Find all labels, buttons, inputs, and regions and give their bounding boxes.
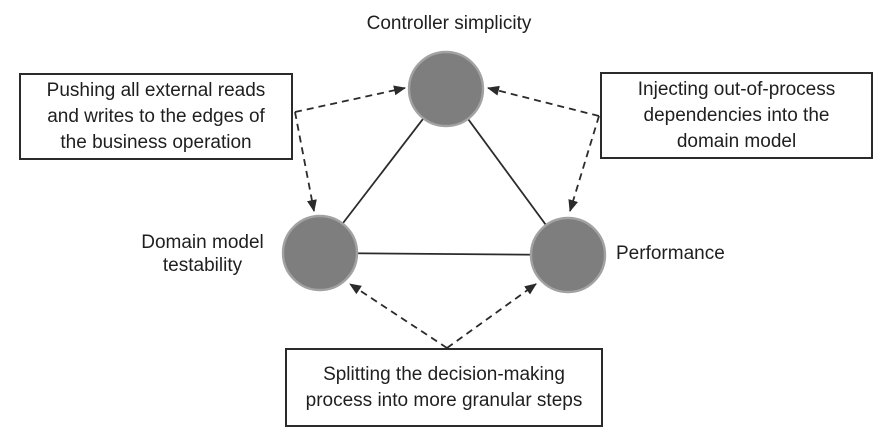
callout-text-line: Splitting the decision-making	[323, 363, 565, 385]
influence-arrows	[294, 85, 600, 349]
callout-injecting-dependencies: Injecting out-of-process dependencies in…	[600, 72, 873, 159]
arrow-left-callout-to-controller-simplicity	[294, 85, 406, 113]
node-label-line: testability	[162, 255, 243, 276]
arrow-bottom-callout-to-performance	[446, 283, 537, 349]
callout-text-line: domain model	[676, 130, 797, 152]
callout-text-line: and writes to the edges of	[47, 105, 265, 127]
node-circle-controller-simplicity	[407, 50, 485, 128]
arrow-right-callout-to-performance	[568, 115, 600, 212]
node-circle-domain-model-testability	[281, 214, 359, 292]
callout-text-line: dependencies into the	[643, 104, 830, 126]
node-label-line: Domain model	[141, 232, 264, 253]
arrow-left-callout-to-domain-model-testability	[294, 111, 317, 212]
callout-text-line: the business operation	[60, 131, 252, 153]
node-circle-performance	[529, 216, 607, 294]
node-label-controller-simplicity: Controller simplicity	[366, 13, 532, 34]
callout-text-line: Injecting out-of-process	[637, 78, 836, 100]
arrow-bottom-callout-to-domain-model-testability	[349, 283, 448, 349]
callout-pushing-external-reads-writes: Pushing all external reads and writes to…	[19, 73, 293, 160]
nodes	[281, 50, 607, 294]
callout-text-line: process into more granular steps	[305, 389, 583, 411]
callout-text-line: Pushing all external reads	[46, 79, 266, 101]
arrow-right-callout-to-controller-simplicity	[487, 85, 600, 117]
node-label-performance: Performance	[616, 243, 725, 264]
edge-testability-performance	[319, 252, 569, 256]
callout-splitting-decision-making: Splitting the decision-making process in…	[285, 348, 603, 427]
node-label-domain-model-testability: Domain model testability	[110, 231, 295, 277]
